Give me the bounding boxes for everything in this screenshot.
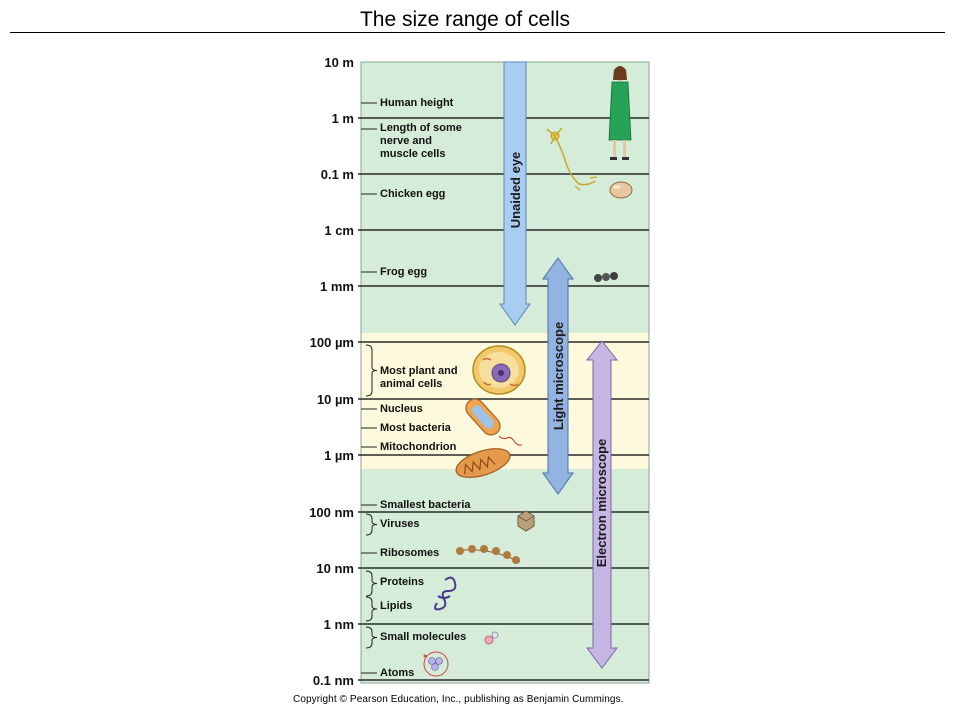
scale-label: 1 mm [320, 279, 354, 294]
slide-title: The size range of cells [359, 8, 571, 31]
protein-lipid-icon [434, 576, 457, 611]
scale-label: 100 nm [309, 505, 354, 520]
ribosome-icon [455, 545, 521, 564]
item-label-smallbact: Smallest bacteria [380, 499, 471, 511]
scale-label: 0.1 m [321, 167, 354, 182]
copyright-notice: Copyright © Pearson Education, Inc., pub… [293, 694, 624, 705]
item-label-nerve: muscle cells [380, 148, 445, 160]
item-label-human: Human height [380, 97, 454, 109]
small-molecule-icon [484, 631, 499, 645]
item-label-cells: animal cells [380, 378, 442, 390]
electron-microscope-label: Electron microscope [594, 439, 609, 568]
nerve-cell-icon [546, 127, 598, 191]
item-label-viruses: Viruses [380, 518, 420, 530]
scale-label: 1 cm [324, 223, 354, 238]
scale-label: 10 nm [316, 561, 354, 576]
item-bracket [365, 570, 378, 597]
light-microscope-range-arrow: Light microscope [542, 257, 574, 495]
atom-icon [423, 651, 449, 677]
item-bracket [365, 513, 378, 536]
item-label-smallmol: Small molecules [380, 631, 466, 643]
item-label-nerve: nerve and [380, 135, 432, 147]
item-label-lipids: Lipids [380, 600, 412, 612]
frog-egg-icon [594, 272, 618, 282]
item-label-cells: Most plant and [380, 365, 458, 377]
scale-label: 1 m [332, 111, 354, 126]
item-label-nucleus: Nucleus [380, 403, 423, 415]
mitochondrion-icon [455, 448, 511, 478]
item-bracket [365, 344, 378, 397]
item-brackets [361, 102, 378, 674]
item-bracket [365, 626, 378, 649]
title-divider [10, 32, 945, 33]
item-label-bacteria: Most bacteria [380, 422, 452, 434]
chicken-egg-icon [609, 181, 633, 199]
scale-label: 1 nm [324, 617, 354, 632]
light-microscope-label: Light microscope [551, 322, 566, 430]
item-label-proteins: Proteins [380, 576, 424, 588]
item-label-nerve: Length of some [380, 122, 462, 134]
animal-cell-icon [472, 345, 526, 395]
item-bracket [365, 596, 378, 622]
scale-label: 0.1 nm [313, 673, 354, 688]
item-label-frog: Frog egg [380, 266, 427, 278]
item-label-chicken: Chicken egg [380, 188, 445, 200]
woman-icon [608, 66, 632, 160]
item-label-ribosomes: Ribosomes [380, 547, 439, 559]
unaided-eye-range-arrow: Unaided eye [499, 61, 531, 326]
unaided-eye-label: Unaided eye [508, 152, 523, 229]
electron-microscope-range-arrow: Electron microscope [585, 340, 619, 669]
item-label-mito: Mitochondrion [380, 441, 457, 453]
virus-icon [517, 510, 535, 532]
item-label-atoms: Atoms [380, 667, 414, 679]
scale-label: 10 m [324, 55, 354, 70]
scale-label: 100 µm [310, 335, 354, 350]
bacterium-icon [465, 398, 523, 446]
scale-label: 1 µm [324, 448, 354, 463]
scale-label: 10 µm [317, 392, 354, 407]
scale-labels: 10 m 1 m 0.1 m 1 cm 1 mm 100 µm 10 µm 1 µm 100 n… [309, 55, 354, 688]
